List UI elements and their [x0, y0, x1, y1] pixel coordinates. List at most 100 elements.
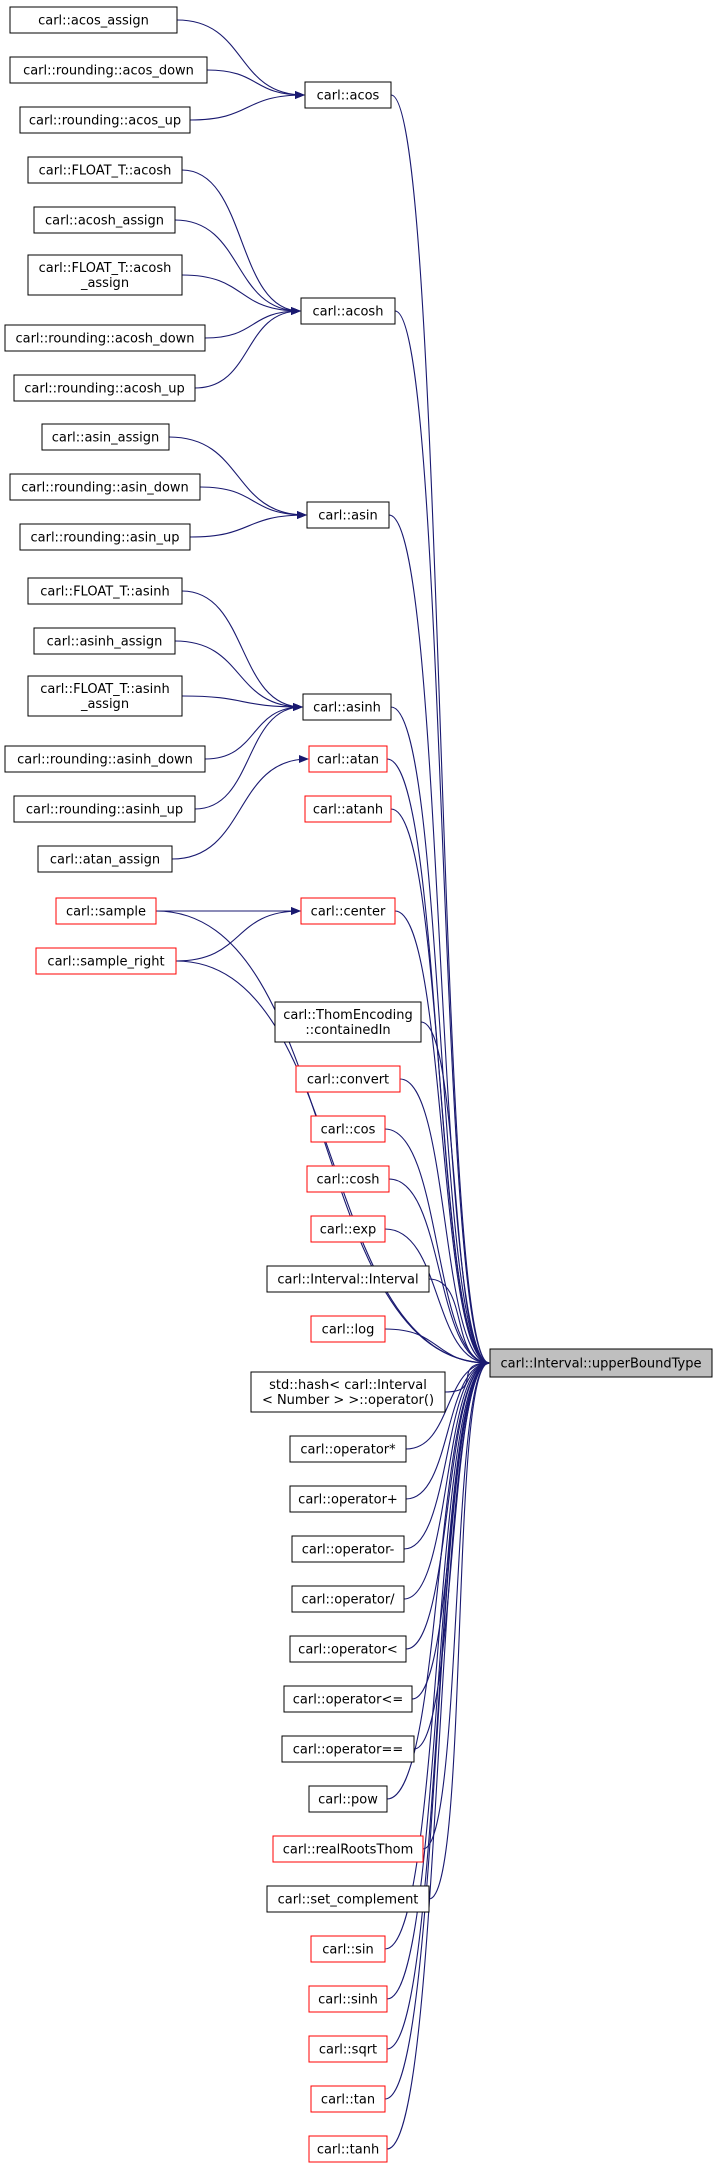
edge-tan-to-upperBoundType	[384, 1359, 490, 2100]
node-label: carl::atan_assign	[50, 853, 160, 868]
node-box	[19, 106, 191, 134]
node-hash[interactable]: std::hash< carl::Interval< Number > >::o…	[250, 1371, 446, 1413]
node-convert[interactable]: carl::convert	[295, 1065, 401, 1093]
node-set_complement[interactable]: carl::set_complement	[266, 1885, 430, 1913]
edge-acosh-to-upperBoundType	[394, 310, 490, 1367]
node-tan[interactable]: carl::tan	[310, 2085, 386, 2113]
node-label: carl::rounding::asinh_down	[17, 753, 193, 768]
node-label: carl::acos_assign	[38, 14, 149, 29]
edge-asinh-to-upperBoundType	[390, 706, 490, 1367]
node-box	[308, 2135, 388, 2163]
node-box	[289, 1635, 407, 1663]
node-pow[interactable]: carl::pow	[308, 1785, 388, 1813]
node-box	[304, 81, 392, 109]
node-F_acosh[interactable]: carl::FLOAT_T::acosh	[27, 156, 183, 184]
node-label: < Number > >::operator()	[262, 1393, 434, 1408]
node-sqrt[interactable]: carl::sqrt	[308, 2035, 388, 2063]
node-box	[37, 845, 173, 873]
edge-asin_down-to-asin	[199, 486, 307, 519]
node-box	[300, 897, 396, 925]
nodes-layer: carl::acos_assigncarl::rounding::acos_do…	[4, 6, 713, 2163]
node-label: carl::sqrt	[319, 2043, 377, 2058]
node-box	[302, 693, 392, 721]
node-op_le[interactable]: carl::operator<=	[283, 1685, 413, 1713]
edge-exp-to-upperBoundType	[384, 1228, 490, 1367]
node-asin_assign[interactable]: carl::asin_assign	[41, 423, 170, 451]
node-op_add[interactable]: carl::operator+	[289, 1485, 407, 1513]
node-box	[274, 1001, 422, 1043]
node-label: carl::FLOAT_T::asinh	[40, 682, 170, 697]
node-op_eq[interactable]: carl::operator==	[281, 1735, 415, 1763]
node-acos_assign[interactable]: carl::acos_assign	[9, 6, 178, 34]
node-realRootsThom[interactable]: carl::realRootsThom	[272, 1835, 424, 1863]
node-box	[291, 1585, 405, 1613]
node-exp[interactable]: carl::exp	[310, 1215, 386, 1243]
node-op_mul[interactable]: carl::operator*	[289, 1435, 407, 1463]
node-asinh_up[interactable]: carl::rounding::asinh_up	[13, 795, 196, 823]
node-atanh[interactable]: carl::atanh	[304, 795, 392, 823]
edge-cosh-to-upperBoundType	[388, 1178, 490, 1367]
node-box	[33, 206, 176, 234]
node-op_lt[interactable]: carl::operator<	[289, 1635, 407, 1663]
node-label: carl::asinh	[313, 701, 381, 716]
edge-F_acosh-to-acosh	[181, 169, 301, 315]
node-label: _assign	[80, 276, 129, 291]
node-label: carl::acosh	[313, 305, 384, 320]
node-acos_up[interactable]: carl::rounding::acos_up	[19, 106, 191, 134]
node-label: carl::acosh_assign	[45, 214, 164, 229]
node-tanh[interactable]: carl::tanh	[308, 2135, 388, 2163]
node-op_sub[interactable]: carl::operator-	[291, 1535, 405, 1563]
node-box	[13, 795, 196, 823]
edge-asin_up-to-asin	[189, 511, 307, 538]
node-box	[295, 1065, 401, 1093]
node-asinh_assign[interactable]: carl::asinh_assign	[33, 627, 176, 655]
node-sin[interactable]: carl::sin	[310, 1935, 386, 1963]
node-label: carl::FLOAT_T::acosh	[39, 261, 172, 276]
node-label: carl::FLOAT_T::asinh	[40, 585, 170, 600]
node-log[interactable]: carl::log	[310, 1315, 386, 1343]
node-Interval[interactable]: carl::Interval::Interval	[266, 1265, 430, 1293]
node-acosh_assign[interactable]: carl::acosh_assign	[33, 206, 176, 234]
node-label: carl::asin_assign	[52, 431, 160, 446]
node-cos[interactable]: carl::cos	[310, 1115, 386, 1143]
edge-cos-to-upperBoundType	[384, 1128, 490, 1367]
node-center[interactable]: carl::center	[300, 897, 396, 925]
node-cosh[interactable]: carl::cosh	[306, 1165, 390, 1193]
node-F_asinh[interactable]: carl::FLOAT_T::asinh	[27, 577, 183, 605]
node-acos_down[interactable]: carl::rounding::acos_down	[9, 56, 208, 84]
node-label: carl::rounding::asinh_up	[26, 803, 183, 818]
edge-F_asinh_assign-to-asinh	[181, 695, 303, 711]
edge-sin-to-upperBoundType	[384, 1359, 490, 1950]
node-atan_assign[interactable]: carl::atan_assign	[37, 845, 173, 873]
node-sinh[interactable]: carl::sinh	[308, 1985, 388, 2013]
node-label: carl::rounding::acosh_up	[24, 382, 185, 397]
node-asin_up[interactable]: carl::rounding::asin_up	[19, 523, 191, 551]
node-label: carl::asinh_assign	[47, 635, 163, 650]
node-label: carl::acos	[317, 89, 380, 104]
edge-Interval-to-upperBoundType	[428, 1278, 490, 1367]
node-label: carl::ThomEncoding	[283, 1008, 413, 1023]
node-asin_down[interactable]: carl::rounding::asin_down	[9, 473, 201, 501]
edge-center-to-upperBoundType	[394, 910, 490, 1367]
node-box	[55, 897, 157, 925]
node-op_div[interactable]: carl::operator/	[291, 1585, 405, 1613]
node-acos[interactable]: carl::acos	[304, 81, 392, 109]
node-acosh_down[interactable]: carl::rounding::acosh_down	[4, 324, 206, 352]
node-asin[interactable]: carl::asin	[306, 501, 390, 529]
node-sample[interactable]: carl::sample	[55, 897, 157, 925]
node-asinh[interactable]: carl::asinh	[302, 693, 392, 721]
node-label: carl::convert	[307, 1073, 389, 1088]
node-F_acosh_assign[interactable]: carl::FLOAT_T::acosh_assign	[27, 254, 183, 296]
node-sample_right[interactable]: carl::sample_right	[35, 947, 177, 975]
edge-sample_right-to-upperBoundType	[175, 960, 490, 1367]
node-atan[interactable]: carl::atan	[308, 745, 388, 773]
node-asinh_down[interactable]: carl::rounding::asinh_down	[4, 745, 206, 773]
node-label: carl::center	[311, 905, 386, 920]
node-acosh_up[interactable]: carl::rounding::acosh_up	[13, 374, 196, 402]
node-box	[289, 1435, 407, 1463]
edge-acos-to-upperBoundType	[390, 94, 490, 1367]
node-box	[306, 1165, 390, 1193]
node-F_asinh_assign[interactable]: carl::FLOAT_T::asinh_assign	[27, 675, 183, 717]
node-acosh[interactable]: carl::acosh	[300, 297, 396, 325]
node-containedIn[interactable]: carl::ThomEncoding::containedIn	[274, 1001, 422, 1043]
